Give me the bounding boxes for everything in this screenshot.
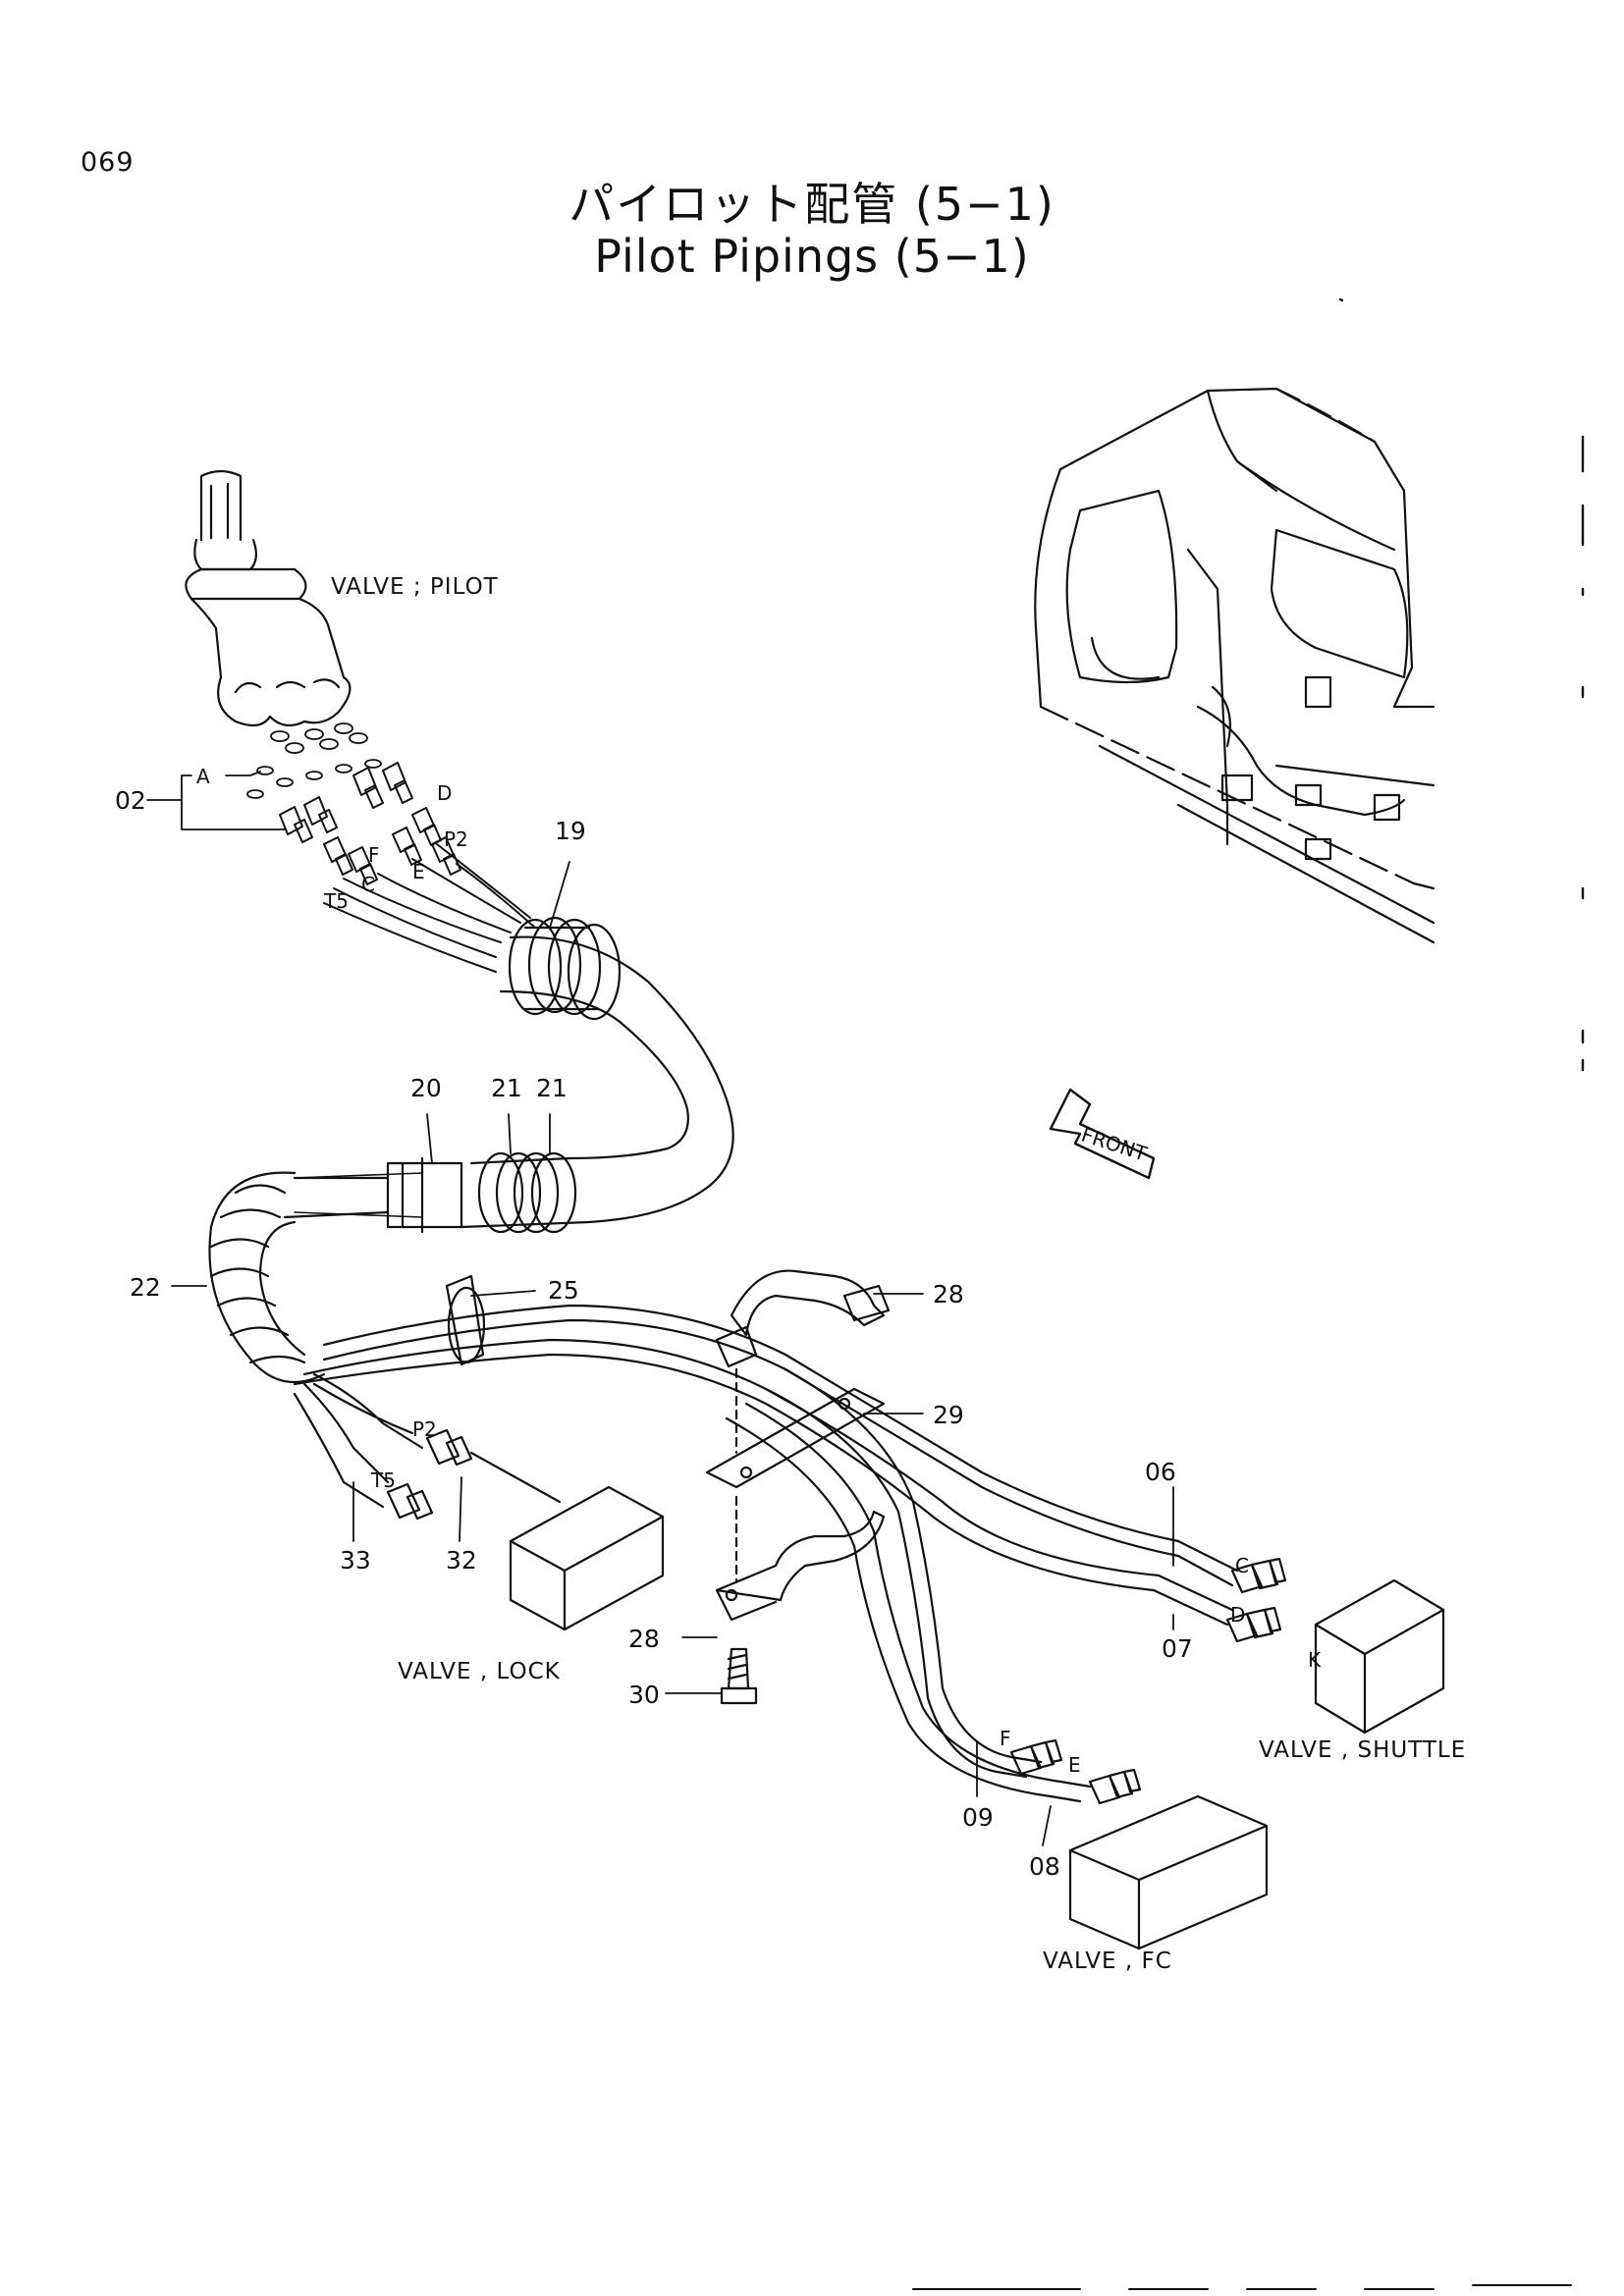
pilot-hose-lines [323,843,536,973]
lock-valve-box [509,1485,665,1631]
lock-valve-hoses [293,1372,562,1521]
callout-07: 07 [1162,1634,1193,1663]
port-t5-top: T5 [323,889,349,913]
shuttle-valve-fittings [1225,1557,1287,1643]
port-d: D [437,781,452,805]
callout-28-bottom: 28 [628,1625,660,1653]
port-k-shuttle: K [1308,1648,1322,1672]
callout-20: 20 [410,1074,442,1102]
port-e-top: E [412,860,425,883]
tie-band [445,1274,486,1366]
port-c-shuttle: C [1235,1554,1249,1577]
excavator-cab-illustration [1034,387,1435,944]
page-title-english: Pilot Pipings (5−1) [594,230,1030,283]
spiral-wrap [208,1171,423,1384]
callout-02: 02 [115,786,146,815]
callout-leaders [146,771,1174,1846]
clamps-and-plate [705,1269,891,1705]
front-arrow-icon: FRONT [1049,1088,1156,1180]
callout-22: 22 [130,1273,161,1302]
port-f-fc: F [1000,1727,1011,1750]
port-e-fc: E [1068,1753,1081,1777]
callout-08: 08 [1029,1852,1060,1881]
callout-32: 32 [446,1546,477,1575]
callout-29: 29 [933,1401,964,1429]
port-p2-lock: P2 [412,1417,437,1441]
callout-30: 30 [628,1681,660,1709]
fc-valve-box [1068,1794,1269,1950]
port-c-top: C [361,873,375,896]
port-letters: A D P2 F E C T5 P2 T5 C D F E K [196,765,1322,1777]
port-a: A [196,765,210,788]
callout-06: 06 [1145,1458,1176,1486]
bottom-rule-marks [912,2284,1572,2290]
margin-marks [1338,297,1585,1072]
label-valve-fc: VALVE , FC [1043,1949,1172,1974]
main-hose-run [293,1304,1239,1803]
callout-09: 09 [962,1803,994,1832]
callout-21-b: 21 [536,1074,568,1102]
callout-numbers: 02 19 20 21 21 22 25 28 29 28 30 32 33 0… [115,786,1193,1881]
page-number: 069 [81,147,135,178]
hose-bundle-sleeve [283,916,734,1234]
port-p2-top: P2 [444,828,468,851]
front-label: FRONT [1079,1123,1151,1166]
callout-33: 33 [340,1546,371,1575]
pilot-valve-illustration [185,469,382,799]
port-f-top: F [368,843,380,867]
page-title-japanese: パイロット配管 (5−1) [568,178,1056,231]
callout-21-a: 21 [491,1074,522,1102]
port-t5-lock: T5 [370,1468,396,1492]
fc-valve-fittings [1009,1738,1142,1805]
shuttle-valve-box [1314,1578,1445,1735]
label-valve-lock: VALVE , LOCK [398,1659,561,1684]
label-valve-pilot: VALVE ; PILOT [331,574,499,600]
callout-19: 19 [555,817,586,845]
callout-28-top: 28 [933,1280,964,1308]
port-d-shuttle: D [1230,1603,1245,1627]
callout-25: 25 [548,1276,579,1305]
valve-labels: VALVE ; PILOT VALVE , LOCK VALVE , SHUTT… [331,574,1466,1974]
label-valve-shuttle: VALVE , SHUTTLE [1259,1737,1466,1763]
pilot-valve-fittings [279,762,461,885]
